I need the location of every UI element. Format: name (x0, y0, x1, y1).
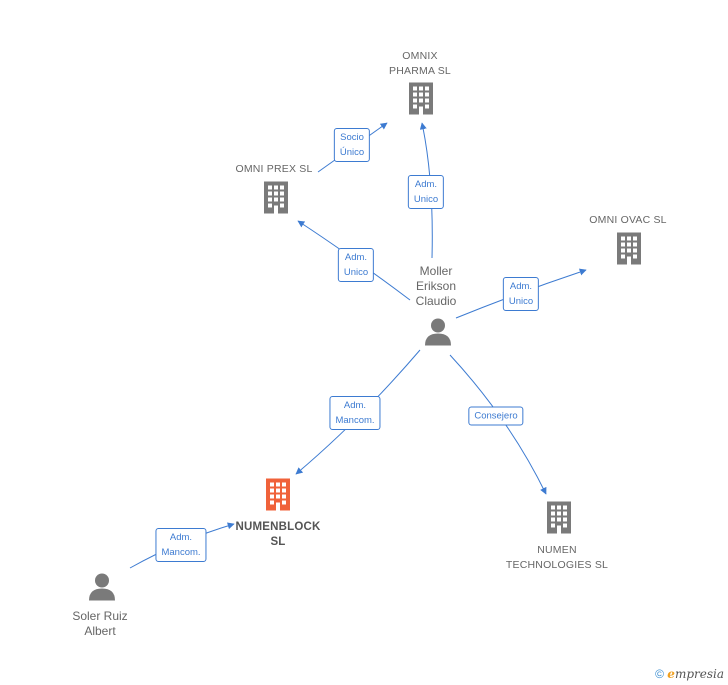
building-icon[interactable] (613, 231, 645, 272)
node-label-soler-ruiz-albert[interactable]: Soler Ruiz Albert (72, 609, 128, 638)
building-icon-svg (547, 501, 571, 534)
edge-label-adm-mancom-soler[interactable]: Adm. Mancom. (155, 528, 207, 562)
node-label-omnix-pharma[interactable]: OMNIX PHARMA SL (389, 50, 451, 77)
person-icon-svg (89, 573, 115, 601)
node-label-omni-prex[interactable]: OMNI PREX SL (235, 163, 313, 175)
node-label-numen-technologies[interactable]: NUMEN TECHNOLOGIES SL (505, 544, 609, 571)
copyright-icon: © (655, 667, 664, 681)
person-icon-svg (425, 318, 451, 346)
building-icon-svg (409, 82, 433, 115)
edge-label-socio-unico[interactable]: Socio Único (333, 128, 371, 162)
brand-logo: empresia (667, 667, 724, 681)
building-icon-svg (266, 478, 290, 511)
footer-brand: © empresia (655, 667, 724, 681)
node-label-moller-erikson-claudio[interactable]: Moller Erikson Claudio (415, 264, 457, 308)
building-icon[interactable] (405, 81, 437, 122)
building-icon-highlighted[interactable] (262, 477, 294, 518)
edge-label-adm-unico-omniprex[interactable]: Adm. Unico (337, 248, 375, 282)
building-icon[interactable] (543, 500, 575, 541)
edge-label-adm-unico-omnix[interactable]: Adm. Unico (407, 175, 445, 209)
edge-label-adm-mancom-numenblock[interactable]: Adm. Mancom. (329, 396, 381, 430)
building-icon-svg (264, 181, 288, 214)
building-icon[interactable] (260, 180, 292, 221)
edge-label-adm-unico-omniovac[interactable]: Adm. Unico (502, 277, 540, 311)
building-icon-svg (617, 232, 641, 265)
person-icon[interactable] (423, 317, 453, 352)
person-icon[interactable] (87, 572, 117, 607)
edge-label-consejero[interactable]: Consejero (468, 406, 524, 426)
node-label-omni-ovac[interactable]: OMNI OVAC SL (589, 214, 667, 226)
node-label-numenblock[interactable]: NUMENBLOCK SL (235, 521, 321, 548)
